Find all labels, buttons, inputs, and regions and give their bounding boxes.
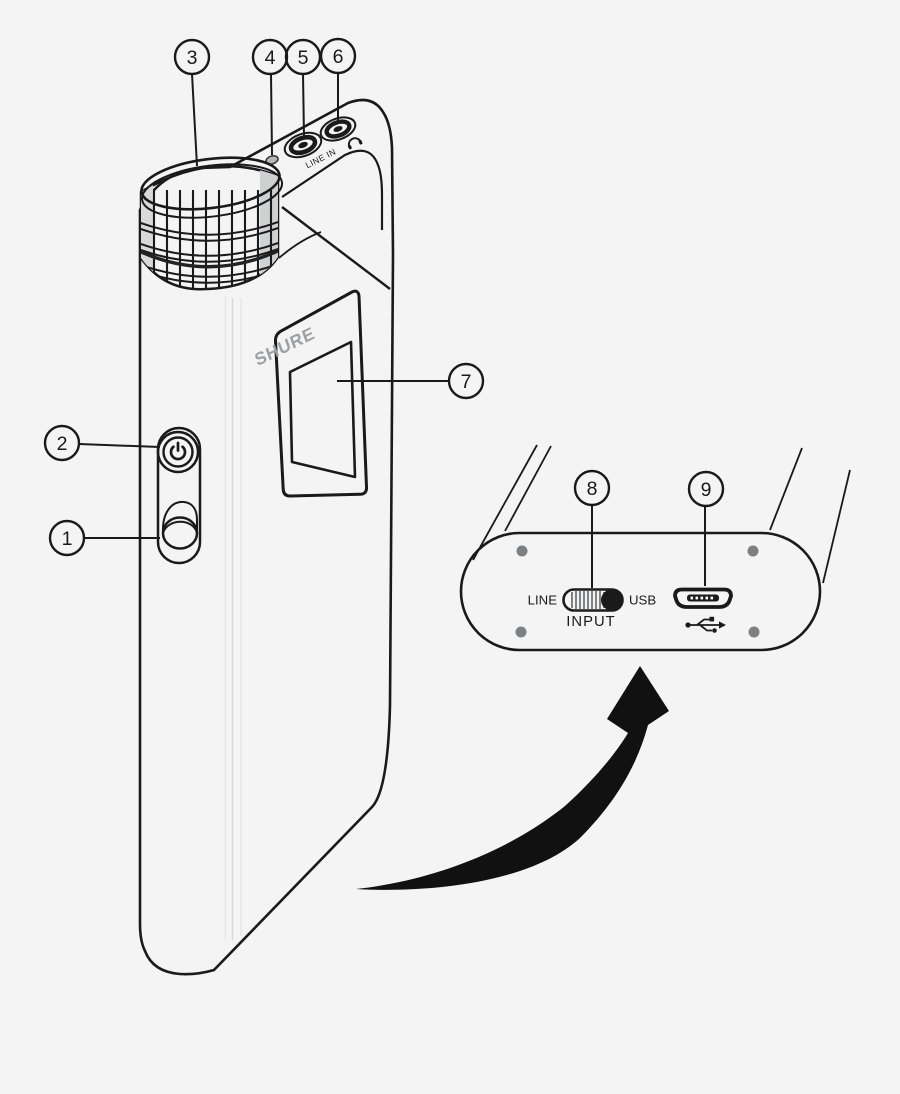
- bottom-plate: [459, 531, 822, 652]
- switch-knob: [601, 589, 623, 611]
- shoulder-edge-left: [278, 231, 322, 259]
- callout-6: [319, 37, 357, 75]
- power-button-face: [162, 436, 194, 468]
- screw-dot: [516, 545, 528, 557]
- usb-label: USB: [629, 593, 656, 608]
- screw-dot: [748, 626, 760, 638]
- inset-edge-right-inner: [769, 447, 803, 531]
- leader-line-4: [270, 74, 273, 156]
- callout-9-num: 9: [701, 479, 712, 501]
- callout-2-num: 2: [57, 433, 68, 455]
- callout-1-num: 1: [62, 528, 73, 550]
- device-outline: [138, 98, 395, 976]
- device-body: [138, 98, 395, 976]
- callout-7-num: 7: [461, 371, 472, 393]
- screw-dot: [747, 545, 759, 557]
- callouts-main: 1 2 3 4 5 6 7: [43, 37, 485, 557]
- swoosh-arrow: [356, 666, 669, 890]
- callout-8-num: 8: [587, 478, 598, 500]
- callout-5-num: 5: [298, 47, 309, 69]
- callout-2: [43, 424, 81, 462]
- callout-6-num: 6: [333, 46, 344, 68]
- inset-edge-right-outer: [822, 469, 851, 584]
- display-screen: [288, 340, 357, 479]
- side-controls: [156, 426, 202, 565]
- micro-usb-port: [673, 587, 733, 609]
- input-switch: [562, 588, 624, 612]
- inset-edge-left-inner: [504, 445, 552, 532]
- switch-ridges: [571, 591, 605, 609]
- mic-top-cap: [140, 156, 281, 211]
- mic-rim: [140, 163, 284, 219]
- callout-7: [447, 362, 485, 400]
- grille-horizontal-bands: [141, 220, 278, 284]
- power-icon: [169, 441, 187, 461]
- usb-pins: [690, 596, 714, 600]
- callout-3: [173, 38, 211, 76]
- headphone-icon: [347, 137, 363, 150]
- usb-icon: [685, 616, 726, 633]
- leader-line-5: [302, 73, 305, 138]
- power-button: [156, 430, 200, 474]
- screw-dots: [515, 545, 760, 638]
- callout-3-num: 3: [187, 47, 198, 69]
- leader-line-3: [191, 73, 198, 167]
- display-panel: SHURE: [252, 289, 369, 498]
- line-label: LINE: [528, 593, 558, 608]
- leader-line-2: [78, 443, 161, 448]
- bottom-view-inset: LINE USB INPUT 8 9: [459, 444, 851, 652]
- input-label: INPUT: [566, 614, 615, 630]
- line-in-jack: [283, 131, 323, 159]
- slider-knob: [161, 516, 199, 550]
- screw-dot: [515, 626, 527, 638]
- control-recess: [156, 426, 202, 565]
- inset-edge-left-outer: [472, 444, 538, 561]
- callout-1: [48, 519, 86, 557]
- callout-9: [687, 470, 725, 508]
- callout-8: [573, 469, 611, 507]
- grille-bottom-band: [141, 248, 278, 269]
- shoulder-edge: [281, 206, 391, 290]
- slider-shadow: [161, 500, 198, 534]
- panel-frame: [273, 289, 369, 498]
- top-face-edge: [281, 149, 384, 230]
- headphone-jack: [319, 116, 357, 142]
- callout-4-num: 4: [265, 47, 276, 69]
- mic-grille: [139, 156, 284, 291]
